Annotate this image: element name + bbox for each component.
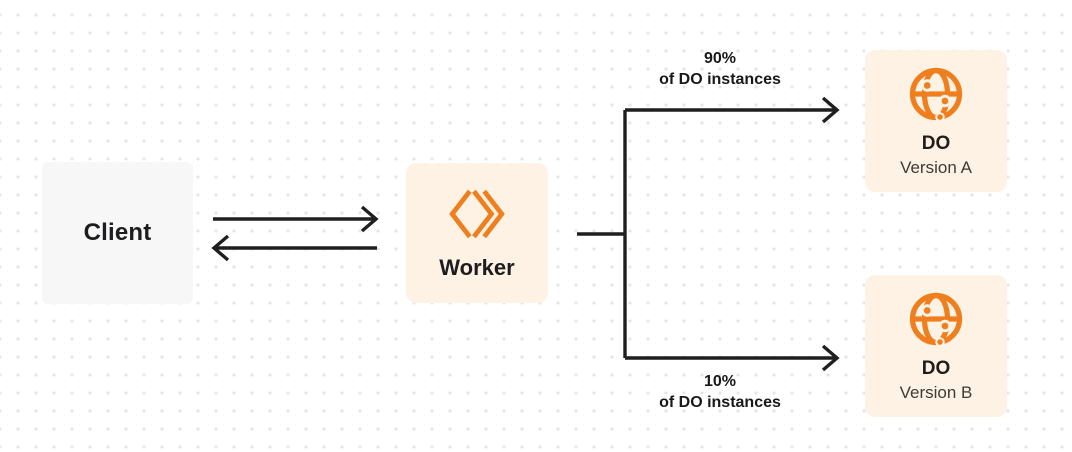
node-client: Client	[42, 162, 193, 304]
top-split-caption: of DO instances	[659, 71, 781, 88]
top-split-label: 90% of DO instances	[610, 48, 830, 90]
do-b-subtitle: Version B	[899, 382, 973, 402]
top-split-percentage: 90%	[703, 50, 737, 67]
bottom-split-caption: of DO instances	[659, 394, 781, 411]
workers-logo-icon	[447, 186, 507, 242]
worker-label: Worker	[439, 254, 515, 280]
arrow-worker-to-client	[211, 234, 377, 262]
arrow-client-to-worker	[213, 205, 379, 233]
bottom-split-percentage: 10%	[703, 373, 737, 390]
fork-line	[577, 110, 627, 358]
do-b-title: DO	[921, 357, 951, 379]
globe-icon	[906, 64, 966, 124]
do-a-subtitle: Version A	[900, 157, 972, 177]
arrow-to-do-version-b	[625, 344, 840, 372]
arrow-to-do-version-a	[625, 96, 840, 124]
globe-icon	[906, 289, 966, 349]
node-do-version-a: DO Version A	[865, 50, 1007, 192]
do-a-title: DO	[921, 132, 951, 154]
bottom-split-label: 10% of DO instances	[610, 371, 830, 413]
node-do-version-b: DO Version B	[865, 275, 1007, 417]
node-worker: Worker	[406, 163, 548, 303]
client-label: Client	[83, 219, 152, 246]
